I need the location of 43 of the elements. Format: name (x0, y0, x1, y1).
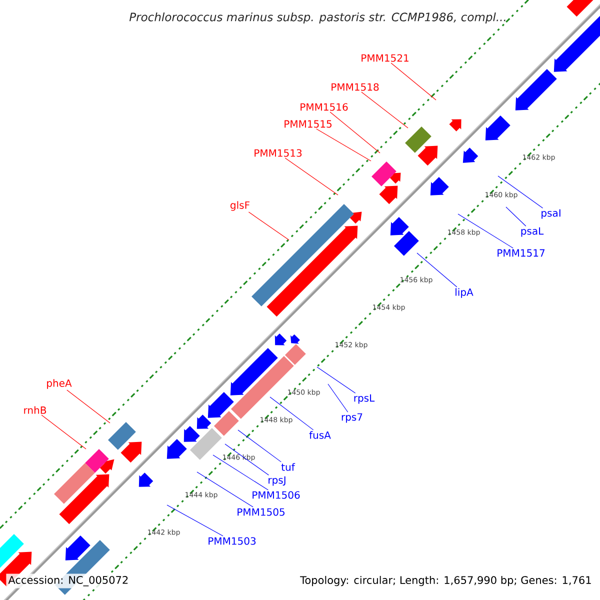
leader-line (66, 390, 110, 424)
leader-line (196, 472, 254, 508)
gene-label: PMM1517 (498, 249, 544, 257)
gene-label: rpsJ (268, 476, 286, 486)
leader-line (390, 62, 436, 100)
title: Prochlorococcus marinus subsp. pastoris str. CCMP1986, compl... (129, 12, 506, 24)
leader-line (330, 112, 380, 154)
gene-label: rnhB (24, 406, 46, 414)
leader-line (328, 384, 348, 412)
gene-label: PMM1505 (238, 508, 284, 516)
leader-line (316, 128, 372, 162)
leader-line (248, 212, 290, 240)
leader-line (166, 504, 224, 536)
gene-label: rpsL (354, 394, 375, 404)
summary-label: Topology: circular; Length: 1,657,990 bp; Genes: 1,761 (298, 574, 594, 588)
gene-label: PMM1503 (208, 537, 256, 545)
leader-line (212, 454, 268, 490)
gene-label: tuf (281, 463, 296, 471)
leader-line (416, 252, 458, 288)
gene-label: psaI (542, 209, 560, 219)
gene-label: PMM1516 (300, 103, 348, 111)
gene-label: psaL (521, 227, 544, 237)
accession-label: Accession: NC_005072 (6, 574, 131, 588)
gene-label: PMM1515 (284, 120, 332, 128)
leader-line (238, 430, 282, 462)
leader-line (224, 444, 270, 476)
gene-label: PMM1518 (332, 83, 379, 91)
leader-line (506, 206, 526, 226)
leader-line (316, 366, 356, 394)
gene-label: rps7 (342, 413, 362, 423)
leader-line (361, 92, 408, 128)
gene-label: lipA (456, 288, 474, 298)
gene-label: pheA (47, 379, 72, 389)
leader-line (284, 158, 338, 196)
gene-label: PMM1513 (254, 149, 302, 157)
leader-line (458, 214, 514, 248)
gene-label: fusA (309, 431, 331, 439)
gene-label: glsF (230, 201, 250, 211)
leader-line (498, 176, 544, 208)
leader-line (270, 396, 314, 430)
gene-label: PMM1521 (362, 54, 408, 62)
leader-line (41, 414, 86, 450)
gene-label: PMM1506 (252, 491, 300, 499)
